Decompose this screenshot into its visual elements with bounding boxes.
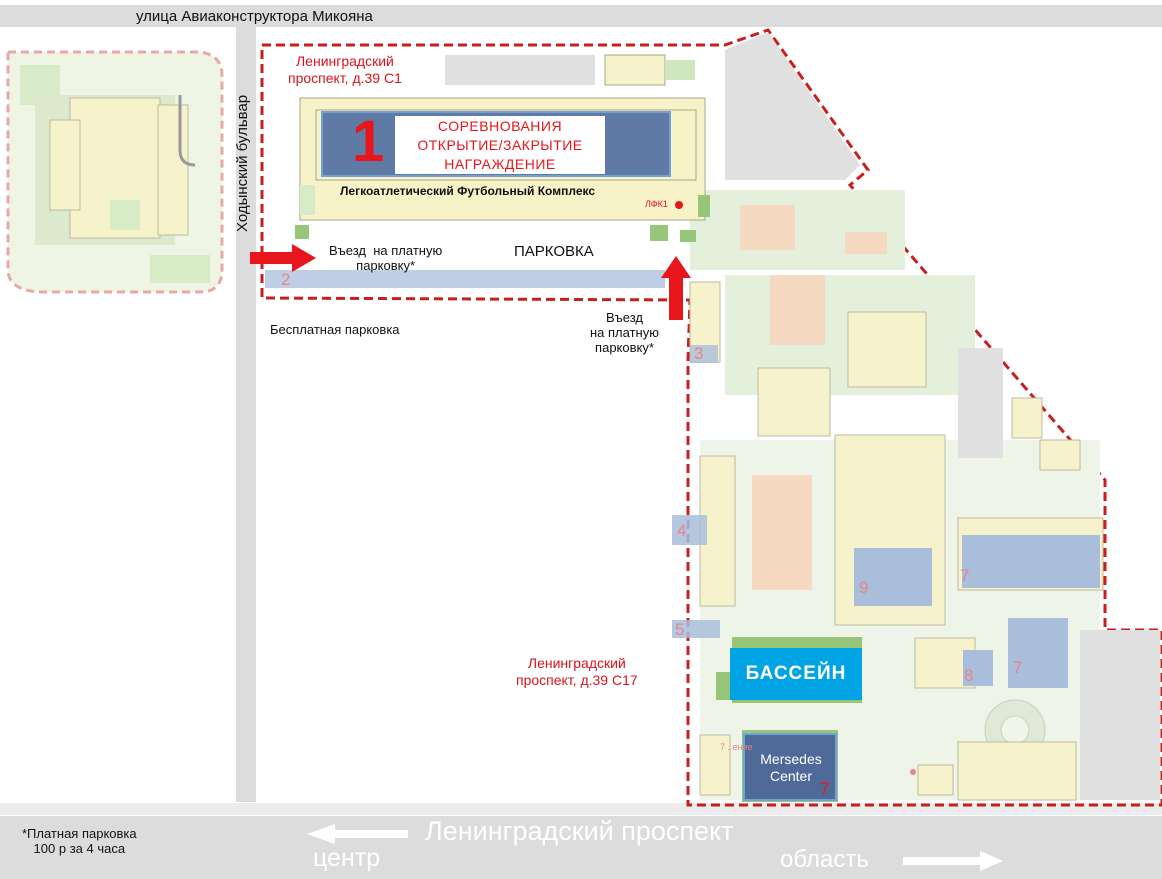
road-west: [236, 27, 256, 802]
road-north: [0, 5, 1162, 27]
building-7b: [1008, 618, 1068, 688]
number-9: 9: [859, 578, 869, 597]
street-south: Ленинградский проспект: [425, 816, 734, 846]
street-north: улица Авиаконструктора Микояна: [136, 8, 373, 25]
parking-strip: [265, 270, 665, 288]
mercedes-side-label: 7 ..ение: [720, 742, 753, 752]
number-5: 5: [675, 620, 685, 639]
building-7a: [962, 535, 1100, 588]
mercedes-label: Mersedes Center: [760, 751, 822, 784]
arrow-center: [307, 824, 408, 844]
paid-entry-west: Въезд на платную парковку*: [329, 243, 443, 273]
address-pool: Ленинградский проспект, д.39 С17: [516, 655, 638, 688]
venue-code: ЛФК1: [645, 199, 668, 209]
road-south-edge: [0, 803, 1162, 815]
venue-events: СОРЕВНОВАНИЯ ОТКРЫТИЕ/ЗАКРЫТИЕ НАГРАЖДЕН…: [398, 117, 602, 174]
number-7b: 7: [1013, 658, 1023, 677]
paid-entry-east: Въезд на платную парковку*: [590, 310, 659, 355]
event-competitions: СОРЕВНОВАНИЯ: [437, 118, 563, 134]
direction-center: центр: [313, 844, 381, 872]
free-parking: Бесплатная парковка: [270, 322, 400, 337]
building-4: [672, 515, 707, 545]
parking-label: ПАРКОВКА: [514, 243, 594, 260]
stadium: [299, 54, 706, 221]
parking-note: *Платная парковка 100 р за 4 часа: [22, 826, 137, 856]
address-main: Ленинградский проспект, д.39 С1: [288, 53, 402, 86]
number-8: 8: [964, 666, 974, 685]
number-4: 4: [677, 521, 687, 540]
number-7a: 7: [960, 566, 970, 585]
event-awards: НАГРАЖДЕНИЕ: [444, 156, 556, 172]
entry-arrow-west: [250, 244, 316, 272]
number-3: 3: [694, 344, 704, 363]
arrow-region: [903, 851, 1003, 871]
pool-label: БАССЕЙН: [730, 648, 862, 700]
road-south: [0, 816, 1162, 879]
event-opening-closing: ОТКРЫТИЕ/ЗАКРЫТИЕ: [417, 137, 583, 153]
direction-region: область: [780, 846, 869, 873]
venue-name: Легкоатлетический Футбольный Комплекс: [340, 184, 596, 198]
pool-label-text: БАССЕЙН: [745, 663, 847, 684]
venue-number: 1: [352, 109, 385, 174]
building-9: [854, 548, 932, 606]
building-5: [672, 620, 720, 638]
west-complex: [6, 50, 224, 294]
building-8: [963, 650, 993, 686]
mercedes-number: 7: [820, 779, 830, 798]
mercedes-building: [743, 733, 837, 801]
street-west: Ходынский бульвар: [234, 94, 251, 232]
number-2: 2: [281, 270, 291, 289]
entry-arrow-north: [661, 256, 691, 320]
